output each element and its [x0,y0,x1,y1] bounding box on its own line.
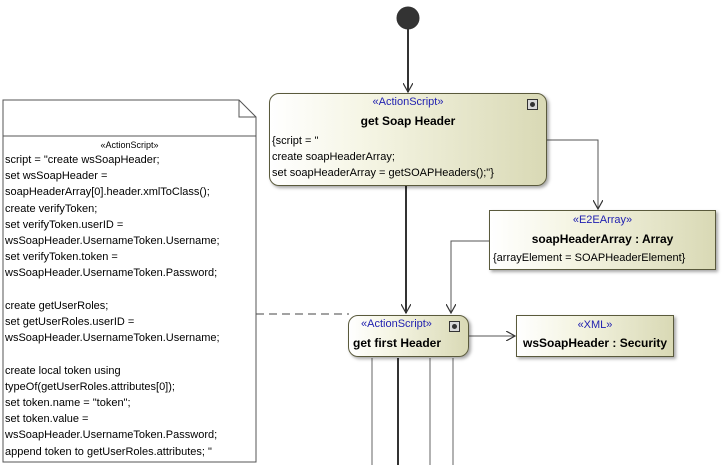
object-soap-header-array[interactable]: «E2EArray» soapHeaderArray : Array {arra… [489,210,716,270]
object-ws-soap-header[interactable]: «XML» wsSoapHeader : Security [516,315,674,357]
note-script-text: script = "create wsSoapHeader; set wsSoa… [5,154,220,458]
object-stereotype: «XML» [577,319,613,331]
action-stereotype: «ActionScript» [372,96,444,108]
action-stereotype: «ActionScript» [361,318,432,330]
subactivity-icon [449,321,460,332]
object-title: wsSoapHeader : Security [523,336,668,350]
action-title: get Soap Header [360,114,456,128]
note-outline [2,99,257,463]
action-get-first-header[interactable]: «ActionScript» get first Header [348,315,469,357]
flow-soap-header-to-array [546,139,598,209]
subactivity-icon [527,99,538,110]
object-title: soapHeaderArray : Array [531,232,674,246]
initial-node [396,6,420,30]
comment-note[interactable]: «ActionScript» script = "create wsSoapHe… [3,100,256,462]
flow-array-to-first-header [451,240,490,313]
action-title: get first Header [353,336,442,350]
note-fold [238,100,256,118]
object-stereotype: «E2EArray» [572,214,633,226]
object-constraint: {arrayElement = SOAPHeaderElement} [493,252,686,264]
action-get-soap-header[interactable]: «ActionScript» get Soap Header {script =… [269,93,547,186]
note-stereotype: «ActionScript» [100,140,159,150]
action-script-body: {script = " create soapHeaderArray; set … [272,135,494,179]
